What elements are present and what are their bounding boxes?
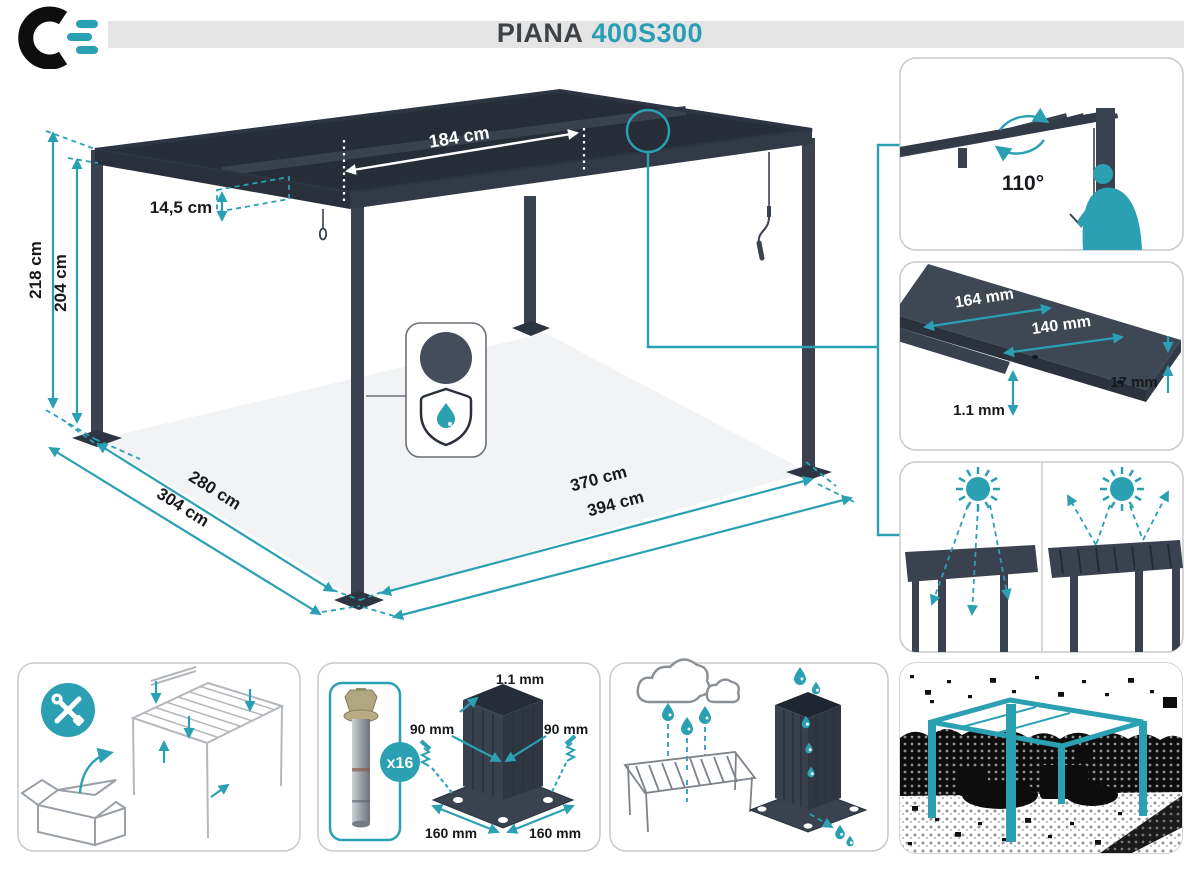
panel-sun-art bbox=[905, 463, 1183, 652]
label-post-width: 90 mm bbox=[410, 721, 454, 737]
drain-post-drawing bbox=[748, 692, 868, 833]
c-logo-bar bbox=[67, 33, 92, 41]
panel-assembly-art bbox=[20, 666, 285, 847]
rotation-arrow-icon bbox=[994, 139, 1045, 162]
panel-anchoring-art: x16 1.1 mm 90 mm 90 mm 160 mm 160 mm bbox=[328, 671, 588, 842]
label-clear-height: 204 cm bbox=[51, 254, 70, 312]
rotation-arrow-icon bbox=[999, 107, 1050, 131]
cardboard-box-icon bbox=[20, 778, 126, 847]
rain-fall-lines bbox=[667, 724, 706, 802]
label-post-depth: 90 mm bbox=[544, 721, 588, 737]
highlighted-pergola-frame bbox=[928, 697, 1147, 842]
crank-hook bbox=[318, 209, 328, 241]
panel-slat-art: 164 mm 140 mm 17 mm 1.1 mm bbox=[900, 264, 1181, 419]
slat-front-edge bbox=[900, 314, 1146, 402]
bolt-count-badge bbox=[380, 742, 420, 782]
label-beam-height: 14,5 cm bbox=[150, 198, 212, 217]
label-total-height: 218 cm bbox=[26, 241, 45, 299]
wrench-screwdriver-icon bbox=[51, 693, 85, 727]
label-wall-thickness: 1.1 mm bbox=[496, 671, 544, 687]
unbox-arrow-icon bbox=[78, 747, 114, 794]
roof-fascia-left bbox=[95, 150, 350, 209]
roof-fascia-right bbox=[350, 130, 812, 209]
color-swatch bbox=[420, 332, 472, 384]
c-logo-bar bbox=[76, 46, 98, 54]
slat-callout-connector bbox=[625, 108, 901, 537]
person-operating-crank bbox=[1069, 128, 1142, 250]
label-bolt-count: x16 bbox=[387, 755, 414, 772]
page-title: PIANA 400S300 bbox=[0, 18, 1200, 49]
pergola-posts bbox=[91, 138, 815, 601]
halftone-speckles bbox=[908, 675, 1154, 846]
label-slat-edge-height: 17 mm bbox=[1110, 374, 1158, 391]
rain-drops bbox=[662, 703, 711, 735]
c-logo bbox=[10, 3, 110, 74]
crank-handle bbox=[756, 152, 771, 261]
c-logo-letter bbox=[18, 6, 68, 70]
label-louver-angle: 110° bbox=[1002, 172, 1044, 195]
assembly-direction-arrows bbox=[150, 681, 256, 798]
label-slat-thickness: 1.1 mm bbox=[953, 402, 1005, 419]
frame-assembly-drawing bbox=[130, 666, 285, 839]
slat-lip-fold bbox=[900, 326, 1010, 374]
anchor-screw-icon bbox=[550, 734, 577, 795]
panel-drainage-art bbox=[623, 658, 868, 847]
label-base-width: 160 mm bbox=[425, 825, 477, 841]
page-title-model: 400S300 bbox=[591, 18, 704, 48]
anchor-bolt-icon bbox=[343, 688, 379, 828]
finish-callout bbox=[366, 322, 487, 458]
anchor-screw-icon bbox=[419, 739, 455, 796]
page-title-name: PIANA bbox=[496, 18, 584, 48]
c-logo-bar bbox=[76, 20, 98, 28]
drain-drops bbox=[794, 667, 854, 847]
sun-icon bbox=[1100, 467, 1144, 511]
water-drop-icon bbox=[437, 403, 455, 428]
header-bar bbox=[108, 21, 1184, 48]
label-base-depth: 160 mm bbox=[529, 825, 581, 841]
pergola-line-drawing bbox=[623, 751, 757, 833]
panel-louver-rotation bbox=[899, 57, 1184, 251]
cloud-icon bbox=[636, 658, 741, 704]
garden-photo-halftone bbox=[900, 663, 1182, 853]
